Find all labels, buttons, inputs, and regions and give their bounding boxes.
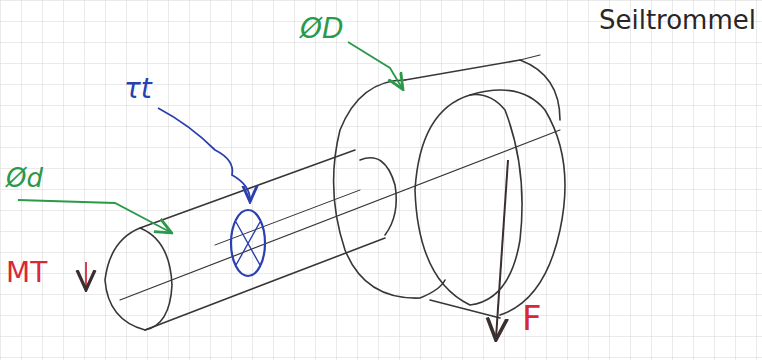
force-symbol: F	[522, 300, 542, 337]
part-name: Seiltrommel	[599, 6, 756, 35]
dimension-label: Ød	[6, 164, 43, 193]
torque-symbol: MT	[6, 258, 47, 289]
stress-symbol: τt	[124, 74, 152, 105]
dimension-label: ØD	[300, 14, 344, 45]
